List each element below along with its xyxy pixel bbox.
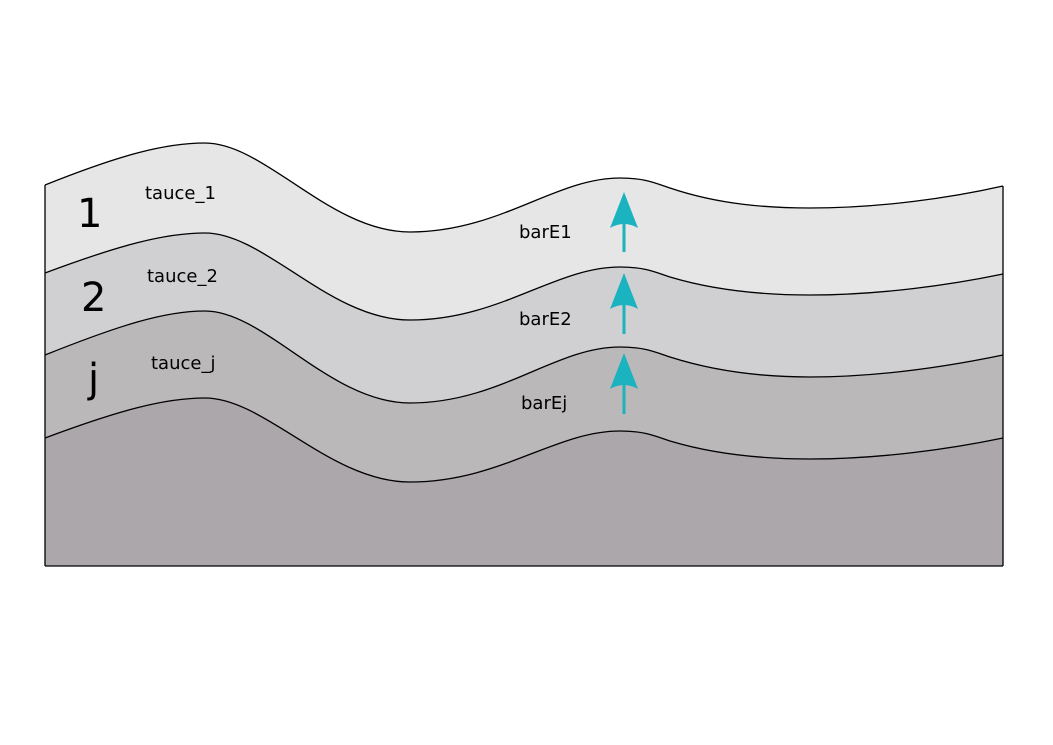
tau-label-2: tauce_2 (147, 266, 218, 287)
interface-j-bottom-line (44, 397, 1004, 483)
bottom-layer-fill (45, 398, 1003, 566)
arrow-up-icon-2 (610, 273, 638, 334)
energy-label-j: barEj (521, 393, 567, 414)
interface-2-j-line (44, 310, 1004, 404)
layer-number-j: j (87, 356, 99, 402)
arrow-up-icon-1 (610, 192, 638, 252)
energy-label-1: barE1 (519, 222, 572, 243)
layer-number-1: 1 (77, 191, 102, 237)
layer-number-2: 2 (81, 275, 106, 321)
tau-label-j: tauce_j (151, 353, 215, 374)
interface-1-2-line (44, 232, 1004, 321)
tau-label-1: tauce_1 (145, 183, 216, 204)
arrow-up-icon-j (610, 353, 638, 414)
surface-line (44, 142, 1004, 233)
energy-label-2: barE2 (519, 309, 572, 330)
